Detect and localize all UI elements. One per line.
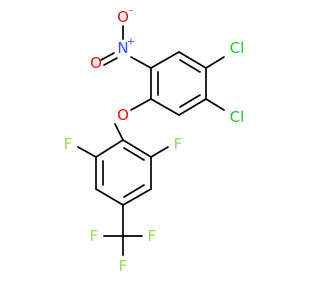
atom-labels: Cl Cl N + O - O O F F F F F xyxy=(64,6,245,276)
nitro-oxygen-atom-left: O xyxy=(90,54,102,72)
bond-ring2-3 xyxy=(122,188,152,206)
trifluoromethyl-fluorine-left: F xyxy=(90,227,99,245)
bond-ring1-2-inner xyxy=(179,59,201,73)
bond-ether-o-c xyxy=(114,123,124,141)
bond-c-ether-o xyxy=(130,98,152,111)
bond-ring1-4 xyxy=(178,98,207,116)
bond-n-o-left-b xyxy=(103,57,118,66)
structure-diagram: Cl Cl N + O - O O F F F F F xyxy=(64,6,245,276)
bond-c-f-left xyxy=(77,146,97,158)
bond-ring1-4-inner xyxy=(179,94,201,108)
bond-ring2-4 xyxy=(95,188,124,206)
bonds xyxy=(77,25,225,256)
bond-ring1-5 xyxy=(150,98,180,116)
bond-c-nitro xyxy=(130,56,152,69)
bond-ring2-3-inner xyxy=(123,184,145,198)
nitro-nitrogen-charge: + xyxy=(127,37,135,48)
bond-ring1-2 xyxy=(178,51,207,69)
bond-ring2-1 xyxy=(122,139,152,158)
chlorine-atom-bottom: Cl xyxy=(230,108,245,126)
bond-c-cl-top xyxy=(205,56,225,69)
chlorine-atom-top: Cl xyxy=(230,39,245,57)
fluorine-atom-left: F xyxy=(64,135,73,153)
nitro-oxygen-charge: - xyxy=(129,6,133,17)
bond-c-cl-bottom xyxy=(205,98,225,111)
bond-ring2-6 xyxy=(95,139,124,158)
bond-ring2-1-inner xyxy=(123,147,145,161)
nitro-oxygen-atom-top: O xyxy=(117,8,129,26)
fluorine-atom-right: F xyxy=(174,135,183,153)
bond-n-o-left-a xyxy=(100,52,115,61)
trifluoromethyl-fluorine-right: F xyxy=(148,227,157,245)
ether-oxygen-atom: O xyxy=(117,106,129,124)
trifluoromethyl-fluorine-bottom: F xyxy=(119,257,128,275)
bond-ring1-1 xyxy=(150,51,180,69)
bond-c-f-right xyxy=(150,146,169,158)
nitro-nitrogen-atom: N xyxy=(117,39,128,57)
